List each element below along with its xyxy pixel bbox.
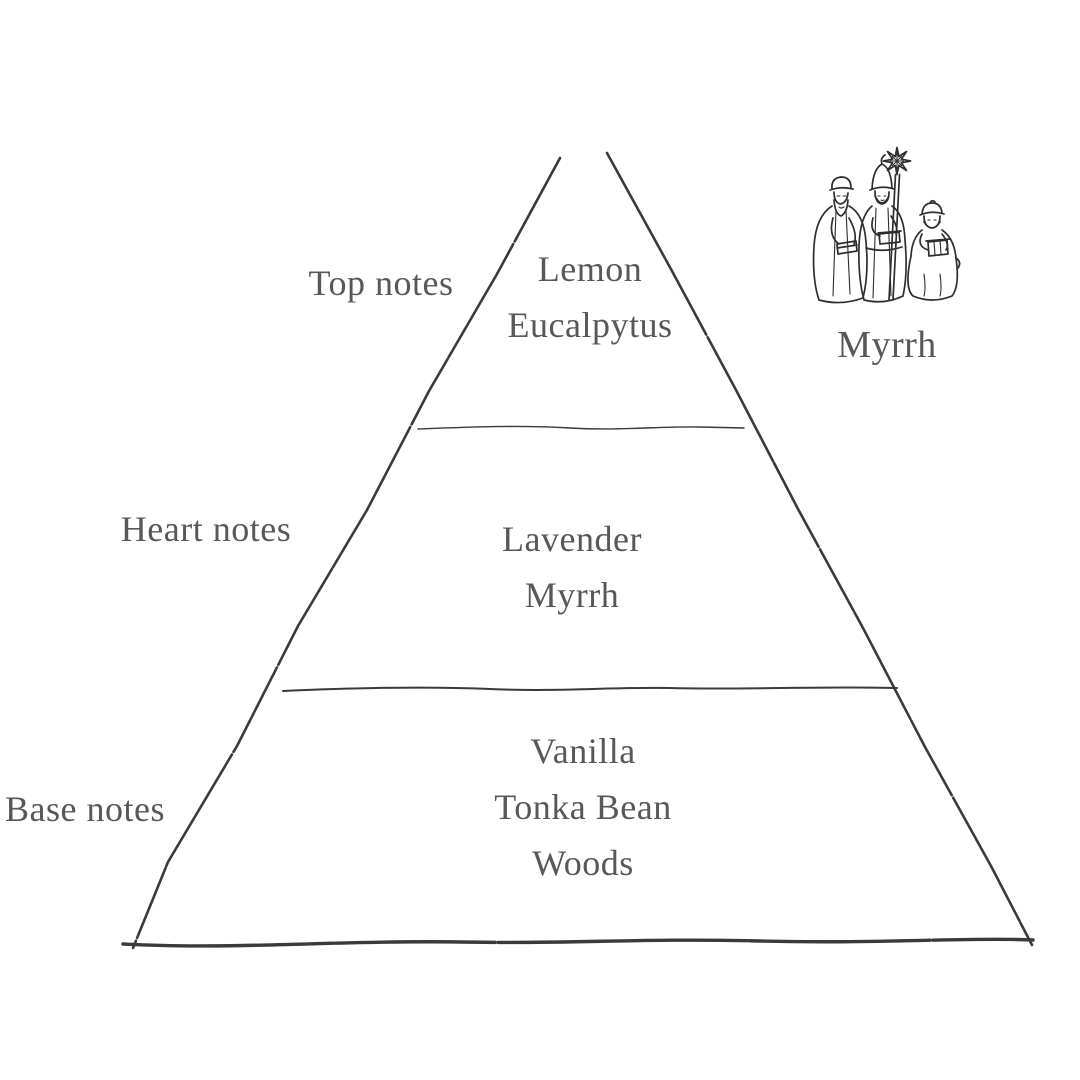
- heart-notes-label: Heart notes: [120, 509, 292, 549]
- pyramid-left-edge: [131, 156, 562, 950]
- star-icon: [882, 146, 912, 176]
- pyramid-base-edge: [121, 937, 1035, 948]
- pyramid-right-edge: [605, 151, 1034, 947]
- note-item: Eucalpytus: [507, 305, 673, 345]
- note-item: Tonka Bean: [494, 787, 672, 827]
- top-notes-label: Top notes: [308, 263, 454, 303]
- note-item: Vanilla: [530, 731, 636, 771]
- three-wise-men-icon: [812, 146, 961, 304]
- pyramid-divider-heart-base: [282, 686, 898, 692]
- heart-notes-list: Lavender Myrrh: [502, 511, 642, 623]
- top-notes-list: Lemon Eucalpytus: [508, 241, 673, 353]
- illustration-caption: Myrrh: [837, 324, 937, 366]
- note-item: Lemon: [537, 249, 643, 289]
- note-item: Lavender: [502, 519, 642, 559]
- note-item: Woods: [532, 843, 634, 883]
- pyramid-divider-top-heart: [417, 425, 745, 430]
- base-notes-label: Base notes: [5, 789, 165, 829]
- note-item: Myrrh: [524, 575, 620, 615]
- base-notes-list: Vanilla Tonka Bean Woods: [494, 723, 671, 891]
